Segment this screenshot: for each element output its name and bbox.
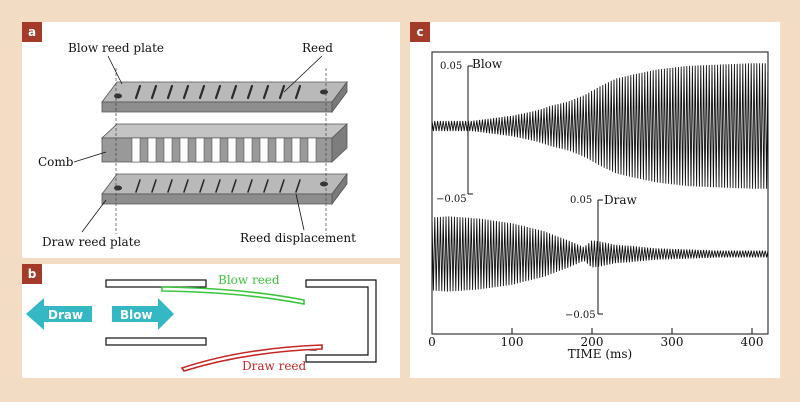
comb-label: Comb	[38, 155, 74, 169]
panel-a-harmonica-diagram: a	[22, 22, 400, 258]
draw-reed	[180, 344, 323, 372]
blow-reed-plate-label: Blow reed plate	[68, 41, 164, 55]
airflow-schematic-svg: Blow reed Draw reed Draw Blow	[26, 273, 377, 373]
draw-inner-axis	[597, 199, 603, 315]
x-tick-label: 300	[661, 335, 684, 349]
blow-reed-plate	[101, 80, 348, 114]
alignment-lines	[115, 68, 327, 234]
x-axis-ticks: 0 100 200 300 400	[428, 328, 763, 349]
blow-series-label: Blow	[472, 57, 503, 71]
blow-arrow-label: Blow	[120, 308, 153, 322]
comb	[100, 123, 349, 163]
blow-reed-label: Blow reed	[218, 273, 280, 287]
comb-channels	[131, 137, 317, 163]
x-tick-label: 100	[501, 335, 524, 349]
reed-displacement-label: Reed displacement	[240, 231, 356, 245]
reed-label: Reed	[302, 41, 333, 55]
panel-b-airflow-diagram: b Blow reed Draw reed Draw Blow	[22, 264, 400, 378]
panel-a-tag: a	[22, 22, 42, 42]
waveform-chart-svg: 0.05 −0.05 Blow 0.05 −0.05 Draw 0 100 200 3…	[428, 51, 769, 361]
waveform-draw	[431, 216, 769, 292]
blow-reed	[161, 286, 305, 305]
x-tick-label: 200	[581, 335, 604, 349]
draw-reed-slots	[135, 179, 301, 193]
comb-channel	[305, 279, 377, 363]
blow-arrow	[112, 298, 174, 330]
draw-reed-plate	[101, 172, 348, 206]
draw-bottom-tick: −0.05	[565, 310, 596, 321]
panel-c-waveform-chart: c 0.05 −0.05 Blow 0.05 −0.05 Draw 0 100 20…	[410, 22, 780, 378]
draw-reed-plate-label: Draw reed plate	[42, 235, 141, 249]
draw-arrow-label: Draw	[48, 308, 83, 322]
panel-c-tag: c	[410, 22, 430, 42]
blow-reed-slots	[134, 84, 302, 100]
panel-b-tag: b	[22, 264, 42, 284]
plot-frame	[431, 51, 769, 335]
draw-top-tick: 0.05	[570, 195, 592, 206]
waveform-blow	[431, 63, 769, 189]
series-draw	[431, 216, 769, 292]
label-leaders	[73, 55, 323, 233]
draw-reed-label: Draw reed	[242, 359, 307, 373]
series-blow	[431, 63, 769, 189]
blow-inner-axis	[467, 65, 473, 195]
blow-bottom-tick: −0.05	[436, 194, 467, 205]
x-tick-label: 0	[428, 335, 436, 349]
x-axis-label: TIME (ms)	[568, 347, 633, 361]
draw-series-label: Draw	[604, 193, 638, 207]
harmonica-exploded-svg: Blow reed plate Reed Comb Draw reed plat…	[38, 41, 356, 249]
blow-top-tick: 0.05	[440, 61, 462, 72]
draw-arrow	[26, 298, 92, 330]
x-tick-label: 400	[741, 335, 764, 349]
